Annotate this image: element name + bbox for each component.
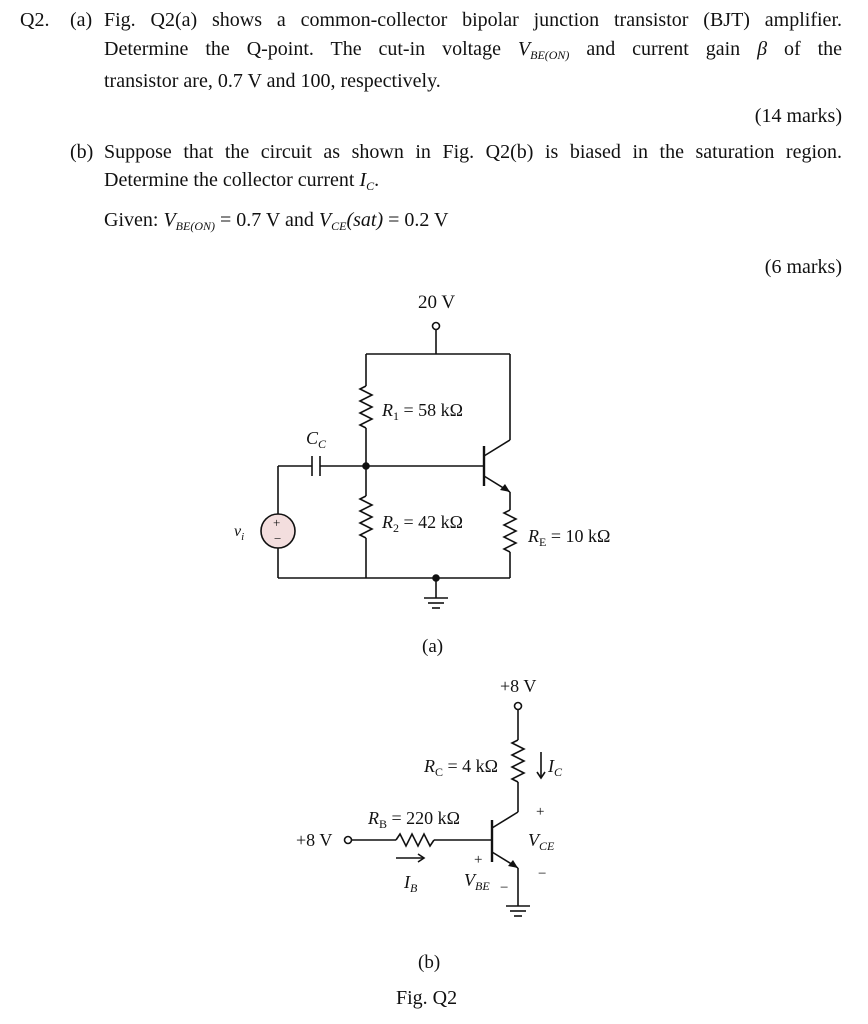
vbeon-symbol: VBE(ON) (517, 38, 570, 62)
fig-a-supply-label: 20 V (418, 292, 455, 313)
part-a-marks: (14 marks) (754, 105, 842, 127)
given-vce-symbol: VCE(sat) (318, 209, 384, 233)
part-a-line1: Fig. Q2(a) shows a common-collector bipo… (104, 9, 842, 31)
fig-a-circuit (260, 321, 518, 609)
r1-resistor (358, 385, 374, 429)
re-resistor (502, 509, 518, 553)
part-b-marks: (6 marks) (764, 256, 842, 278)
part-a-line2-pre: Determine the Q-point. The cut-in voltag… (104, 38, 501, 60)
r1-label: R1 = 58 kΩ (381, 400, 463, 423)
part-b-line2: Determine the collector current IC. (104, 168, 379, 198)
rc-resistor (510, 739, 526, 783)
given-label: Given: (104, 209, 159, 231)
fig-a-ground-icon (424, 597, 448, 609)
vi-minus: − (274, 531, 281, 546)
fig-b-ground-icon (506, 905, 530, 917)
vce-minus: − (538, 866, 546, 882)
fig-a-emitter-arrow (500, 484, 510, 492)
part-b-line1: Suppose that the circuit as shown in Fig… (104, 141, 842, 163)
vbe-minus: − (500, 880, 508, 896)
given-vce-value: = 0.2 V (388, 209, 449, 231)
given-vbe-symbol: VBE(ON) (163, 209, 215, 233)
vbe-plus: + (474, 852, 482, 868)
fig-b-emitter-arrow (508, 860, 518, 868)
beta-symbol: β (757, 38, 768, 60)
part-a-line2-post: and current gain (586, 38, 741, 60)
vce-label: VCE (528, 830, 555, 853)
part-b-label: (b) (70, 141, 94, 163)
re-label: RE = 10 kΩ (527, 526, 610, 549)
fig-b-supply-terminal (513, 701, 523, 711)
ib-label: IB (403, 872, 418, 895)
figure-caption: Fig. Q2 (396, 987, 457, 1009)
fig-b-caption: (b) (418, 952, 440, 973)
part-b-line2-post: . (374, 169, 380, 191)
fig-b-supply-label: +8 V (500, 676, 536, 696)
fig-b-input-terminal (343, 835, 353, 845)
rb-label: RB = 220 kΩ (367, 808, 460, 831)
r2-resistor (358, 495, 374, 539)
rb-resistor (395, 832, 435, 848)
fig-a-caption: (a) (422, 636, 443, 657)
given-vbe-value: = 0.7 V and (219, 209, 314, 231)
given-line: Given: VBE(ON) = 0.7 V and VCE(sat) = 0.… (104, 208, 448, 238)
cc-label: CC (306, 428, 327, 451)
vi-plus: + (273, 515, 280, 530)
question-number: Q2. (20, 9, 50, 31)
part-a-line2: Determine the Q-point. The cut-in voltag… (104, 37, 842, 67)
part-a-line3: transistor are, 0.7 V and 100, respectiv… (104, 70, 441, 92)
fig-a-supply-terminal (431, 321, 441, 331)
part-a-label: (a) (70, 9, 93, 31)
r2-label: R2 = 42 kΩ (381, 512, 463, 535)
ic-symbol: IC (359, 169, 375, 193)
vi-label: vi (234, 523, 244, 543)
rc-label: RC = 4 kΩ (423, 756, 498, 779)
vce-plus: + (536, 804, 544, 820)
part-b-line2-pre: Determine the collector current (104, 169, 355, 191)
fig-b-circuit (343, 701, 546, 917)
fig-b-input-label: +8 V (296, 830, 332, 850)
part-a-line2-end: of the (784, 38, 843, 60)
ic-label: IC (547, 756, 563, 779)
vbe-label: VBE (464, 870, 490, 893)
